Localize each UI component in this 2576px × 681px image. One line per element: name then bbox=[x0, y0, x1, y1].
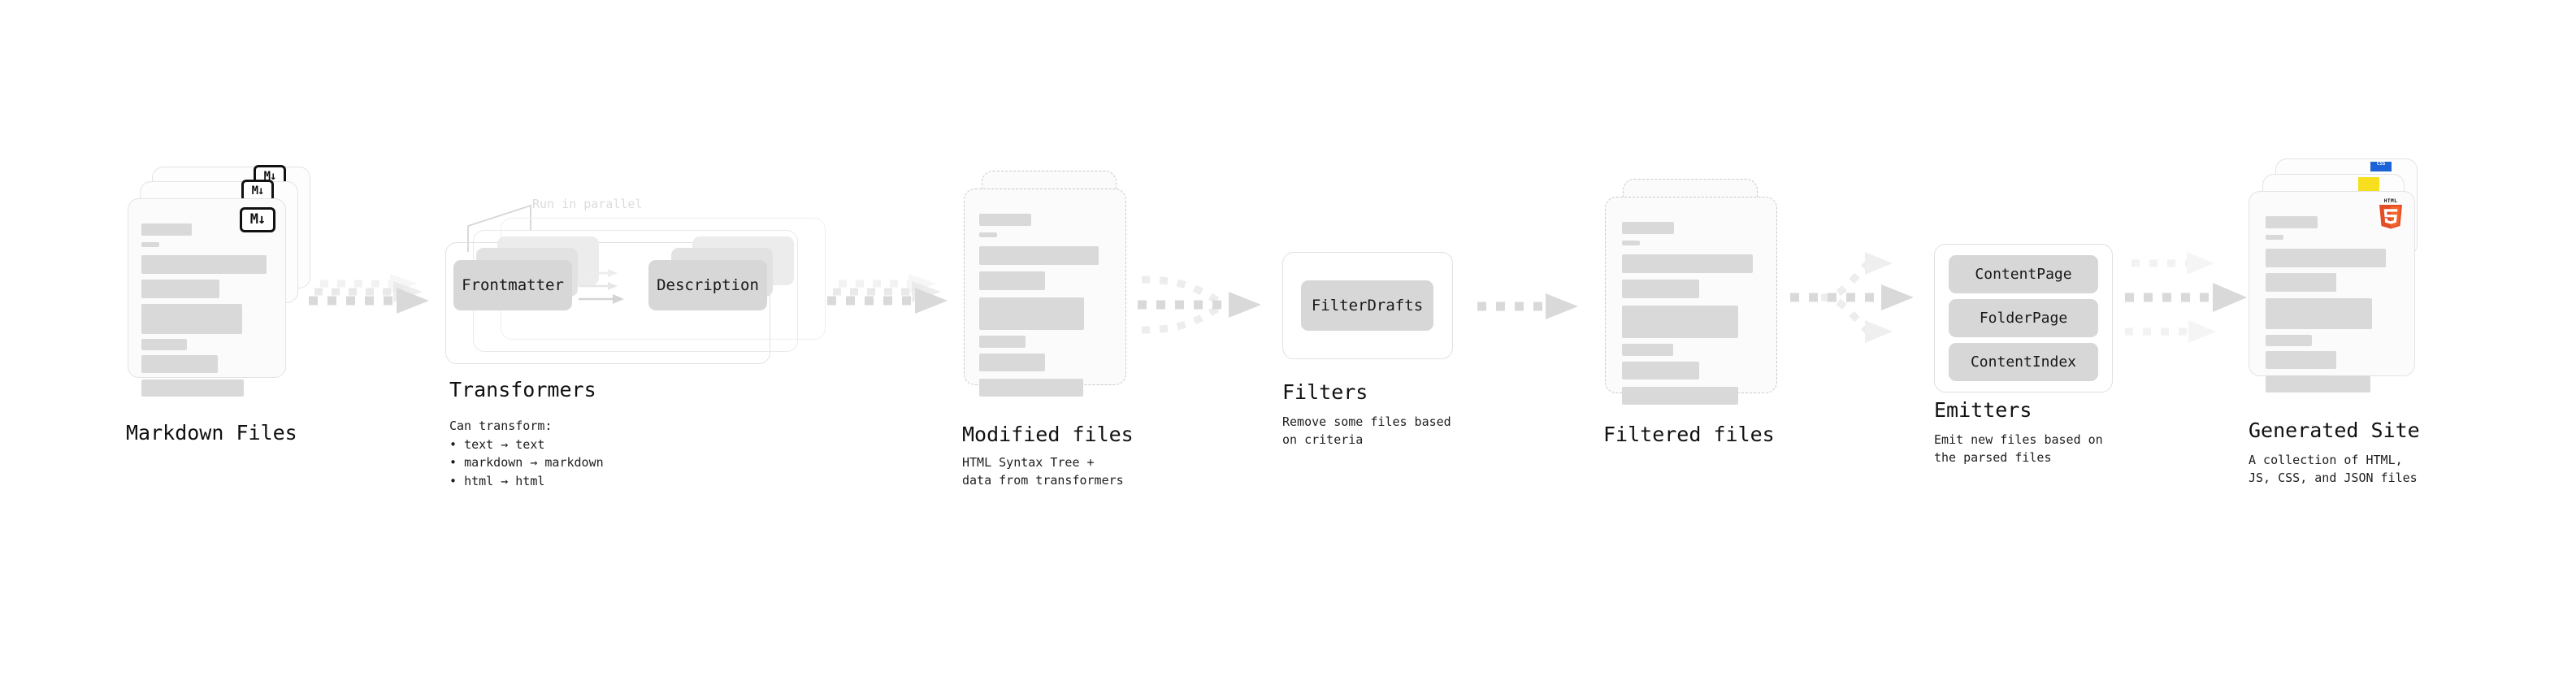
connector-filters-to-filtered bbox=[1477, 288, 1599, 329]
transformer-inner-arrows bbox=[579, 269, 624, 304]
connector-filtered-to-emitters bbox=[1790, 242, 1936, 356]
filtered-files-title: Filtered files bbox=[1603, 423, 1775, 446]
doc-bar bbox=[141, 223, 192, 236]
doc-bar bbox=[979, 214, 1031, 226]
doc-bar bbox=[141, 280, 219, 298]
connector-modified-to-filters bbox=[1138, 268, 1284, 341]
doc-bar bbox=[979, 232, 997, 237]
generated-site-card-stack: CSS HTML bbox=[2249, 158, 2460, 393]
filtered-files-card-stack bbox=[1605, 179, 1792, 405]
markdown-logo-front: M↓ bbox=[240, 207, 275, 232]
filters-subtitle: Remove some files based on criteria bbox=[1282, 414, 1451, 447]
doc-bar bbox=[1622, 254, 1753, 273]
doc-bar bbox=[979, 336, 1026, 348]
javascript-logo bbox=[2358, 177, 2379, 192]
doc-bar bbox=[2266, 298, 2372, 329]
run-in-parallel-label: Run in parallel bbox=[532, 197, 643, 211]
pill-folderpage-label: FolderPage bbox=[1979, 310, 2068, 327]
doc-bar bbox=[1622, 280, 1699, 298]
filters-title: Filters bbox=[1282, 380, 1368, 404]
modified-card-front bbox=[964, 189, 1126, 397]
doc-bar bbox=[1622, 306, 1738, 338]
pill-contentindex[interactable]: ContentIndex bbox=[1949, 343, 2098, 381]
pill-frontmatter[interactable]: Frontmatter bbox=[453, 260, 572, 310]
doc-bar bbox=[2266, 216, 2318, 228]
emitters-group: ContentPage FolderPage ContentIndex bbox=[1934, 244, 2113, 393]
pill-description-label: Description bbox=[657, 276, 759, 294]
doc-bar bbox=[2266, 375, 2370, 393]
transform-item: text → text bbox=[449, 436, 604, 454]
emitters-subtitle: Emit new files based on the parsed files bbox=[1934, 432, 2103, 465]
doc-bar bbox=[141, 380, 244, 397]
filters-box bbox=[1282, 252, 1453, 359]
filters-group: FilterDrafts bbox=[1282, 252, 1453, 359]
pill-contentpage[interactable]: ContentPage bbox=[1949, 255, 2098, 293]
doc-bar bbox=[1622, 387, 1738, 405]
markdown-files-card-stack: M↓ M↓ M↓ bbox=[128, 165, 339, 397]
generated-site-title: Generated Site bbox=[2249, 419, 2420, 442]
transform-list: text → text markdown → markdown html → h… bbox=[449, 436, 604, 491]
transform-lead: Can transform: bbox=[449, 419, 553, 433]
doc-bar bbox=[141, 304, 242, 334]
transformers-title: Transformers bbox=[449, 378, 596, 401]
pill-contentindex-label: ContentIndex bbox=[1970, 354, 2077, 371]
doc-bar bbox=[1622, 241, 1640, 245]
transformer-layer-front bbox=[445, 242, 770, 364]
pill-filterdrafts-label: FilterDrafts bbox=[1311, 297, 1424, 314]
doc-bar bbox=[979, 297, 1084, 330]
pill-filterdrafts[interactable]: FilterDrafts bbox=[1301, 280, 1433, 331]
html5-logo: HTML bbox=[2377, 197, 2405, 229]
doc-bar bbox=[1622, 362, 1699, 380]
css3-logo: CSS bbox=[2370, 162, 2392, 171]
doc-bar bbox=[979, 379, 1083, 397]
doc-bar bbox=[1622, 344, 1673, 356]
doc-bar bbox=[1622, 222, 1674, 234]
doc-bar bbox=[2266, 273, 2336, 292]
transform-item: markdown → markdown bbox=[449, 453, 604, 472]
doc-bar bbox=[2266, 335, 2312, 346]
markdown-card-front: M↓ bbox=[128, 198, 286, 397]
doc-bar bbox=[141, 242, 159, 247]
doc-bar bbox=[2266, 235, 2283, 240]
transform-item: html → html bbox=[449, 472, 604, 491]
site-card-front: HTML bbox=[2249, 191, 2415, 393]
svg-text:HTML: HTML bbox=[2384, 198, 2398, 204]
pill-contentpage-label: ContentPage bbox=[1975, 266, 2072, 283]
transformers-capabilities: Can transform: text → text markdown → ma… bbox=[449, 417, 604, 490]
pill-description[interactable]: Description bbox=[648, 260, 767, 310]
pill-frontmatter-label: Frontmatter bbox=[462, 276, 564, 294]
doc-bar bbox=[141, 255, 267, 274]
emitters-box bbox=[1934, 244, 2113, 393]
doc-bar bbox=[141, 355, 218, 373]
doc-bar bbox=[979, 271, 1045, 290]
markdown-files-title: Markdown Files bbox=[126, 421, 297, 445]
generated-site-subtitle: A collection of HTML, JS, CSS, and JSON … bbox=[2249, 453, 2418, 485]
connector-emitters-to-site bbox=[2125, 242, 2271, 356]
filtered-card-front bbox=[1605, 197, 1777, 405]
pill-folderpage[interactable]: FolderPage bbox=[1949, 299, 2098, 337]
connector-markdown-to-transformers bbox=[309, 274, 439, 331]
transformers-group: Frontmatter Description bbox=[445, 203, 827, 366]
doc-bar bbox=[141, 339, 187, 350]
modified-files-subtitle: HTML Syntax Tree + data from transformer… bbox=[962, 455, 1124, 488]
doc-bar bbox=[2266, 351, 2336, 369]
doc-bar bbox=[979, 354, 1045, 371]
emitters-title: Emitters bbox=[1934, 398, 2032, 422]
modified-files-card-stack bbox=[964, 171, 1151, 397]
doc-bar bbox=[2266, 249, 2386, 267]
doc-bar bbox=[979, 246, 1099, 265]
connector-transformers-to-modified bbox=[827, 274, 957, 331]
modified-files-title: Modified files bbox=[962, 423, 1134, 446]
